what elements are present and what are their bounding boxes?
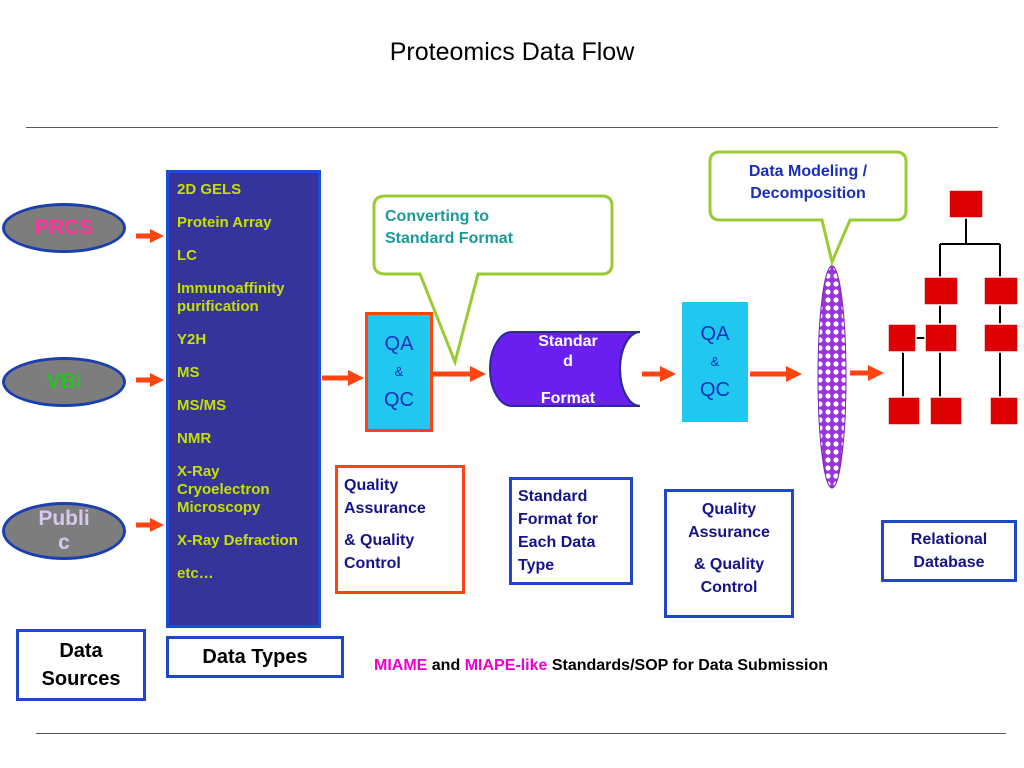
desc-qa1-line2: Assurance bbox=[344, 500, 426, 517]
data-type-item: X-Ray Defraction bbox=[177, 532, 298, 549]
standards-footer: MIAME and MIAPE-like Standards/SOP for D… bbox=[374, 657, 828, 675]
data-type-item: MS/MS bbox=[177, 397, 227, 414]
callout-model-shape bbox=[708, 150, 908, 267]
qa-qc-box-2: QA & QC bbox=[682, 302, 748, 422]
arrow-public bbox=[136, 518, 164, 532]
desc-qa1-line1: Quality bbox=[344, 477, 399, 494]
desc-qa1-box: Quality Assurance & Quality Control bbox=[335, 465, 465, 594]
data-types-panel: 2D GELS Protein Array LC Immunoaffinity … bbox=[166, 170, 321, 628]
desc-std-box: Standard Format for Each Data Type bbox=[509, 477, 633, 585]
data-type-item: MS bbox=[177, 364, 200, 381]
page-title: Proteomics Data Flow bbox=[389, 38, 635, 66]
source-public: Publi c bbox=[2, 502, 126, 560]
qa1-qc: QC bbox=[384, 389, 414, 411]
callout-convert-text: Converting to Standard Format bbox=[385, 206, 513, 250]
qa2-qc: QC bbox=[700, 379, 730, 401]
standard-format-line1: Standar bbox=[538, 333, 598, 350]
top-divider bbox=[26, 127, 998, 128]
data-sources-label: Data Sources bbox=[16, 629, 146, 701]
source-prcs: PRCS bbox=[2, 203, 126, 253]
desc-qa2-line2: Assurance bbox=[688, 524, 770, 541]
qa2-amp: & bbox=[710, 354, 720, 369]
data-type-item: NMR bbox=[177, 430, 212, 447]
callout-model-line2: Decomposition bbox=[750, 185, 866, 202]
desc-qa1-line3: & Quality bbox=[344, 532, 415, 549]
desc-std-line2: Format for bbox=[518, 511, 598, 528]
desc-db-line2: Database bbox=[913, 554, 985, 571]
arrow-standard-qa2 bbox=[642, 366, 676, 382]
desc-qa1-line4: Control bbox=[344, 555, 401, 572]
source-public-line2: c bbox=[58, 531, 70, 554]
footer-miape: MIAPE-like bbox=[464, 657, 548, 674]
desc-qa2-line4: Control bbox=[700, 579, 758, 596]
desc-qa2-box: Quality Assurance & Quality Control bbox=[664, 489, 794, 618]
qa-qc-box-1: QA & QC bbox=[365, 312, 433, 432]
footer-and: and bbox=[431, 657, 461, 674]
data-type-item: LC bbox=[177, 247, 197, 264]
standard-format-line3: Format bbox=[540, 390, 596, 407]
callout-convert-line2: Standard Format bbox=[385, 230, 514, 247]
data-type-item: Protein Array bbox=[177, 214, 272, 231]
standard-format-text: Standar d Format bbox=[512, 332, 624, 409]
callout-convert-line1: Converting to bbox=[385, 208, 489, 225]
desc-std-line4: Type bbox=[518, 557, 555, 574]
desc-std-line3: Each Data bbox=[518, 534, 596, 551]
source-prcs-label: PRCS bbox=[34, 216, 94, 239]
qa1-amp: & bbox=[394, 364, 404, 379]
model-oval bbox=[817, 265, 847, 489]
data-type-item: Immunoaffinity purification bbox=[177, 280, 285, 315]
arrow-types-qa1 bbox=[322, 370, 364, 386]
arrow-model-db bbox=[850, 365, 884, 381]
desc-db-box: Relational Database bbox=[881, 520, 1017, 582]
data-type-item: etc… bbox=[177, 565, 214, 582]
qa1-qa: QA bbox=[384, 333, 414, 355]
data-type-item: 2D GELS bbox=[177, 181, 242, 198]
callout-convert-shape bbox=[372, 194, 614, 367]
footer-rest: Standards/SOP for Data Submission bbox=[551, 657, 829, 674]
desc-qa2-line3: & Quality bbox=[693, 556, 765, 573]
bottom-divider bbox=[36, 733, 1006, 734]
desc-std-line1: Standard bbox=[518, 488, 588, 505]
desc-qa2-line1: Quality bbox=[701, 501, 757, 518]
data-types-label: Data Types bbox=[166, 636, 344, 678]
source-public-line1: Publi bbox=[38, 507, 90, 530]
arrow-qa2-model bbox=[750, 366, 802, 382]
callout-model-line1: Data Modeling / bbox=[748, 163, 868, 180]
arrow-prcs bbox=[136, 229, 164, 243]
db-tree-icon bbox=[902, 218, 1001, 398]
footer-miame: MIAME bbox=[374, 657, 428, 674]
standard-format-line2: d bbox=[563, 353, 573, 370]
source-vbi: VBI bbox=[2, 357, 126, 407]
data-type-item: Y2H bbox=[177, 331, 207, 348]
desc-db-line1: Relational bbox=[910, 531, 988, 548]
data-type-item: X-Ray Cryoelectron Microscopy bbox=[177, 463, 270, 516]
qa2-qa: QA bbox=[700, 323, 730, 345]
db-nodes bbox=[887, 189, 1019, 426]
callout-model-text: Data Modeling / Decomposition bbox=[712, 161, 904, 205]
source-public-label: Publi c bbox=[38, 507, 89, 555]
arrow-vbi bbox=[136, 373, 164, 387]
arrow-qa1-standard bbox=[433, 366, 486, 382]
source-vbi-label: VBI bbox=[46, 370, 82, 393]
